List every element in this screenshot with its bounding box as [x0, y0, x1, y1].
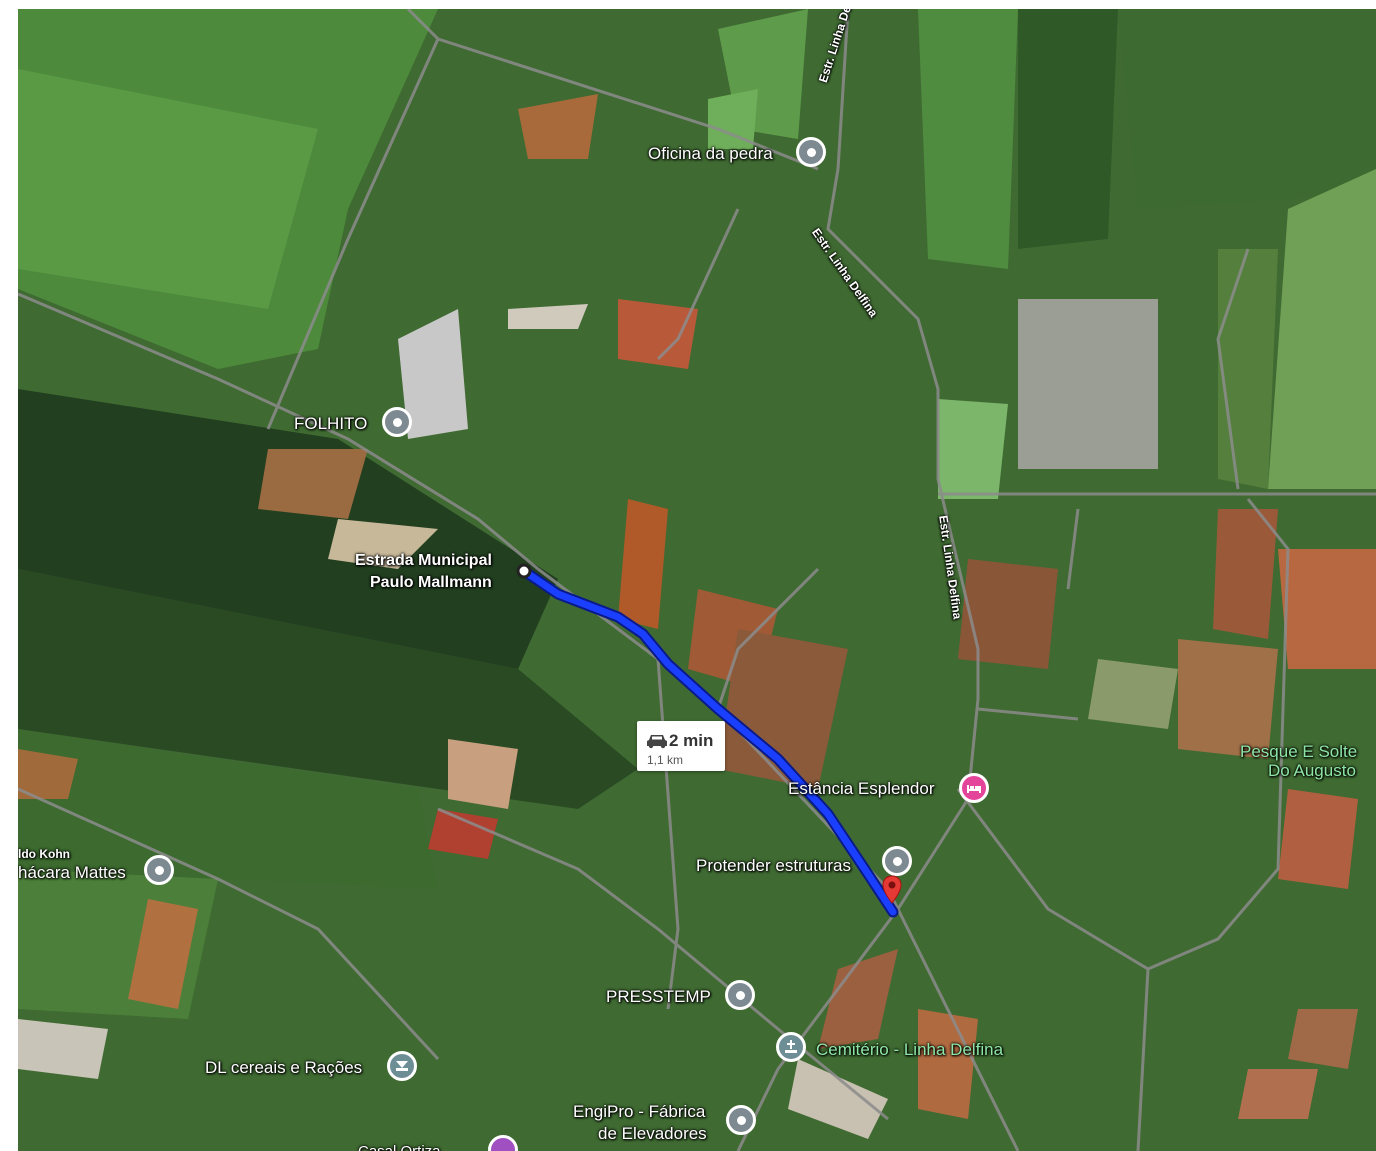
place-pin-icon[interactable] [488, 1135, 518, 1151]
route-time: 2 min [669, 731, 714, 750]
place-pin-icon[interactable] [144, 855, 174, 885]
place-label-presstemp[interactable]: PRESSTEMP [606, 987, 711, 1006]
shop-icon[interactable] [387, 1051, 417, 1081]
place-label-chacara[interactable]: hácara Mattes [18, 863, 126, 882]
hotel-icon[interactable] [959, 773, 989, 803]
place-label-ildo[interactable]: ldo Kohn [18, 847, 70, 861]
destination-marker-icon[interactable] [882, 875, 902, 905]
satellite-imagery [18, 9, 1376, 1151]
route-start-label-line2: Paulo Mallmann [370, 574, 492, 591]
cemetery-icon[interactable] [776, 1032, 806, 1062]
car-icon [647, 735, 667, 749]
place-label-cemiterio[interactable]: Cemitério - Linha Delfina [816, 1040, 1004, 1059]
place-label-folhito[interactable]: FOLHITO [294, 414, 368, 433]
place-pin-icon[interactable] [726, 1105, 756, 1135]
route-start-marker [516, 563, 532, 579]
place-label-pesque-line2[interactable]: Do Augusto [1268, 761, 1356, 780]
place-label-cut-bottom[interactable]: Casal Ortiza [358, 1142, 441, 1151]
place-label-dl-cereais[interactable]: DL cereais e Rações [205, 1058, 363, 1077]
place-label-engipro-line2[interactable]: de Elevadores [598, 1124, 707, 1143]
place-pin-icon[interactable] [796, 137, 826, 167]
place-label-estancia[interactable]: Estância Esplendor [788, 779, 935, 798]
place-label-pesque-line1[interactable]: Pesque E Solte [1240, 742, 1358, 761]
place-label-engipro-line1[interactable]: EngiPro - Fábrica [573, 1102, 706, 1121]
satellite-map[interactable]: Estr. Linha Delfina Estr. Linha Delfina … [18, 9, 1376, 1151]
route-start-label-line1: Estrada Municipal [355, 552, 492, 569]
route-distance: 1,1 km [647, 753, 684, 767]
place-pin-icon[interactable] [382, 407, 412, 437]
place-pin-icon[interactable] [725, 980, 755, 1010]
place-label-protender[interactable]: Protender estruturas [696, 856, 851, 875]
route-line [520, 567, 897, 916]
place-label-oficina[interactable]: Oficina da pedra [648, 144, 773, 163]
place-pin-icon[interactable] [882, 846, 912, 876]
route-info-box[interactable]: 2 min 1,1 km [637, 721, 725, 771]
